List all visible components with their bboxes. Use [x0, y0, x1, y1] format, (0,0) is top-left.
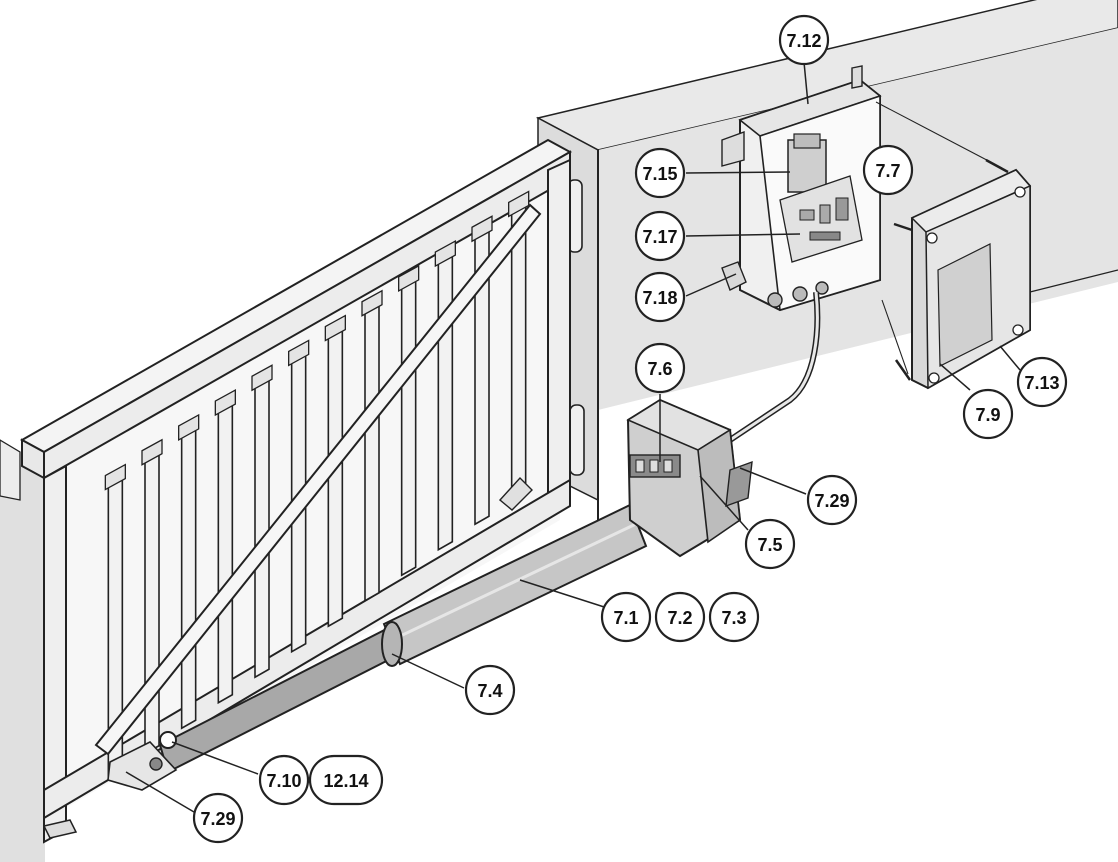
gate-bar-cap	[251, 364, 273, 392]
gate-bar-cap	[471, 215, 493, 243]
callout-7-18: 7.18	[634, 271, 686, 323]
gate-bar-cap	[398, 264, 420, 293]
gate-bar-cap	[141, 438, 163, 466]
svg-text:7.29: 7.29	[200, 809, 235, 829]
gate-bar	[400, 267, 417, 577]
actuator	[107, 398, 753, 791]
callout-7-15: 7.15	[634, 147, 686, 199]
callout-7-29-top: 7.29	[806, 474, 858, 526]
callout-7-10: 7.10	[258, 754, 310, 806]
gate-bar-cap	[104, 463, 126, 491]
callout-7-5: 7.5	[744, 518, 796, 570]
gate-bar-cap	[288, 339, 310, 367]
callout-7-4: 7.4	[464, 664, 516, 716]
gate-bar	[254, 366, 270, 679]
gate-bars	[104, 190, 530, 781]
svg-text:7.4: 7.4	[477, 681, 502, 701]
gate-bar	[180, 416, 197, 730]
callout-7-12: 7.12	[778, 14, 830, 66]
gate-bar	[217, 391, 234, 705]
diagonal-brace	[94, 203, 542, 756]
svg-text:7.3: 7.3	[721, 608, 746, 628]
callout-7-17: 7.17	[634, 210, 686, 262]
gate-bar-cap	[214, 388, 236, 417]
svg-text:7.6: 7.6	[647, 359, 672, 379]
lock-bracket	[721, 261, 747, 291]
callout-7-29-bottom: 7.29	[192, 792, 244, 844]
svg-text:7.7: 7.7	[875, 161, 900, 181]
gate-bar-cap	[178, 413, 200, 442]
svg-text:7.29: 7.29	[814, 491, 849, 511]
svg-text:7.15: 7.15	[642, 164, 677, 184]
svg-text:12.14: 12.14	[323, 771, 368, 791]
svg-text:7.1: 7.1	[613, 608, 638, 628]
svg-text:7.13: 7.13	[1024, 373, 1059, 393]
svg-text:7.9: 7.9	[975, 405, 1000, 425]
gate-bar	[364, 292, 380, 603]
gate-bar	[144, 441, 160, 756]
svg-text:7.12: 7.12	[786, 31, 821, 51]
gate-bar-cap	[324, 314, 346, 342]
callout-7-1: 7.1	[600, 591, 652, 643]
svg-text:7.2: 7.2	[667, 608, 692, 628]
svg-text:7.10: 7.10	[266, 771, 301, 791]
callout-12-14: 12.14	[308, 754, 384, 806]
svg-text:7.5: 7.5	[757, 535, 782, 555]
left-wall	[0, 439, 45, 862]
svg-text:7.17: 7.17	[642, 227, 677, 247]
callout-7-2: 7.2	[654, 591, 706, 643]
leader-lines	[125, 61, 1021, 813]
gate-bar-cap	[361, 289, 383, 317]
callout-7-3: 7.3	[708, 591, 760, 643]
control-box	[721, 65, 882, 312]
callout-7-13: 7.13	[1016, 356, 1068, 408]
control-box-lid	[875, 101, 1032, 390]
callout-badges: 7.12 7.15 7.7 7.17 7.18 7.6 7.13 7.9	[192, 14, 1068, 844]
callout-7-7: 7.7	[862, 144, 914, 196]
svg-text:7.18: 7.18	[642, 288, 677, 308]
gate-bar-cap	[434, 239, 456, 268]
callout-7-6: 7.6	[634, 342, 686, 394]
callout-7-9: 7.9	[962, 388, 1014, 440]
gate-bar	[437, 242, 454, 552]
